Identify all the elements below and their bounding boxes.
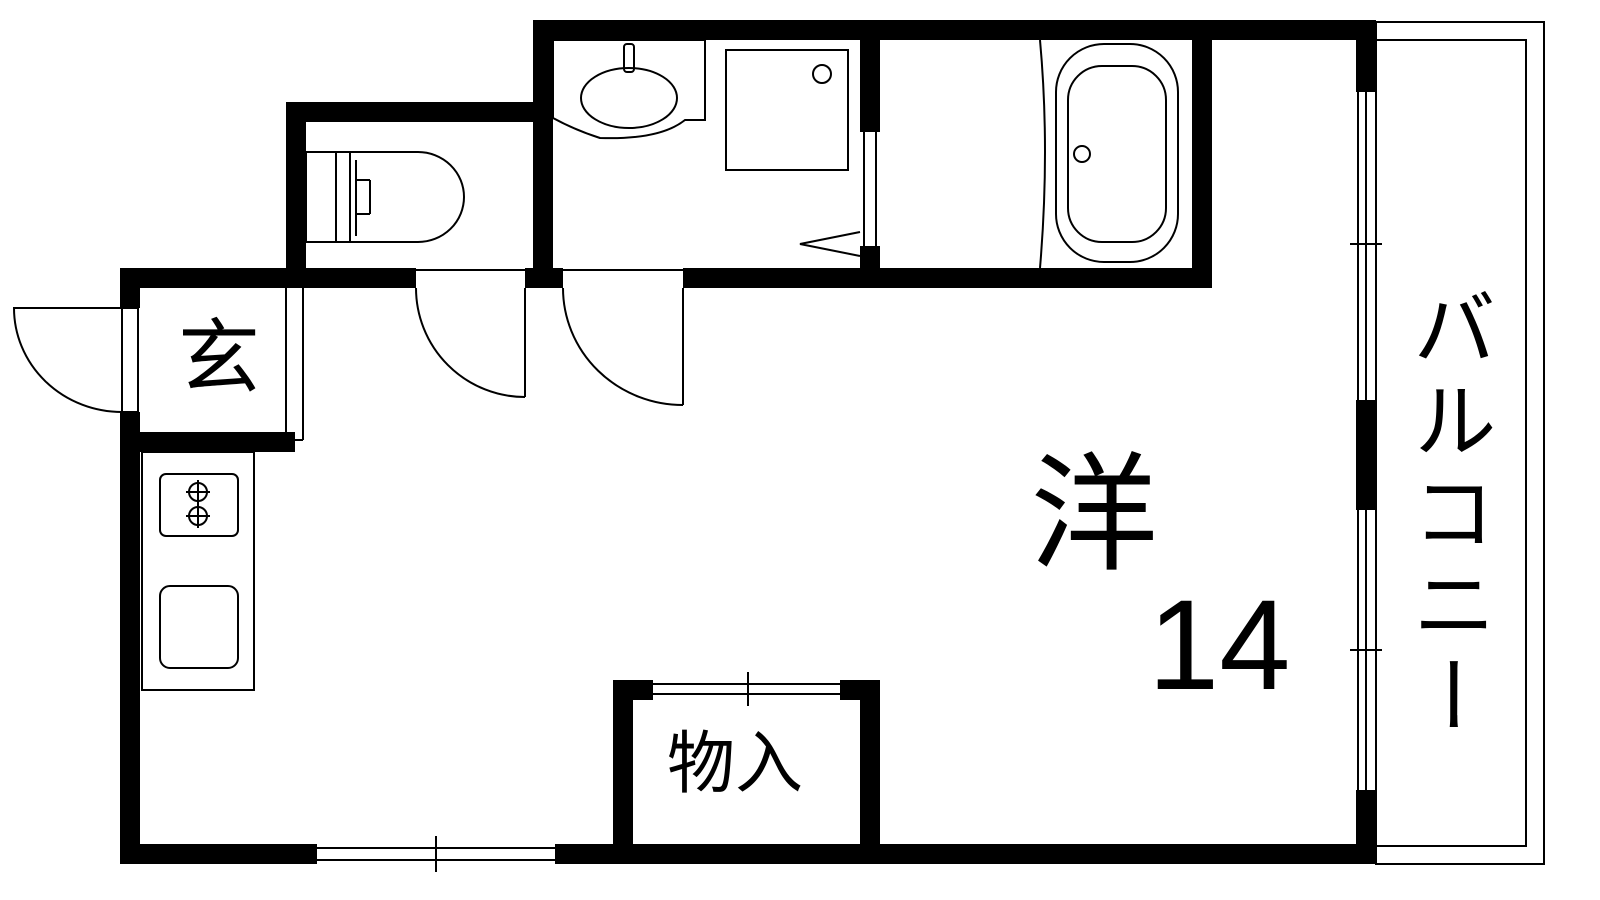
western-room-label: 洋 [1030,441,1159,590]
western-room-size-label: 14 [1148,574,1291,717]
balcony-label: バルコニー [1399,285,1497,745]
storage-label: 物入 [667,725,804,804]
walls [120,20,1376,864]
fixtures [12,21,1545,872]
entrance-label: 玄 [178,311,261,406]
